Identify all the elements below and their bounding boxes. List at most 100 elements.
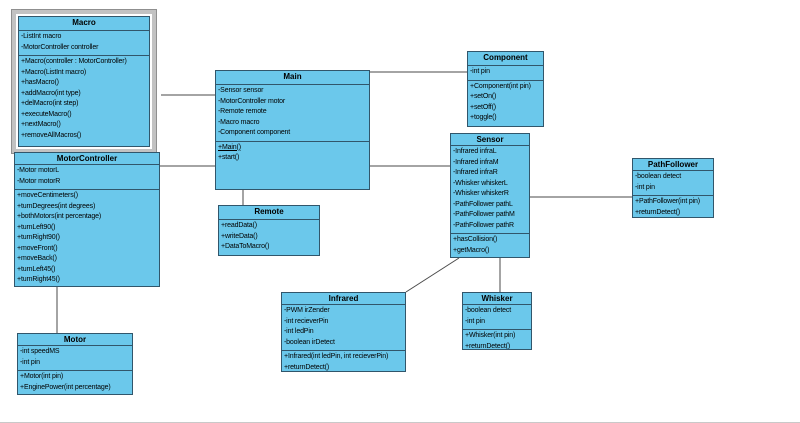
class-attribute: -Sensor sensor bbox=[218, 87, 264, 94]
class-box-infrared[interactable]: Infrared -PWM irZender -int recieverPin -in… bbox=[281, 292, 406, 372]
class-method: +start() bbox=[218, 154, 240, 161]
connector-sensor-infrared[interactable] bbox=[405, 257, 460, 293]
class-title: Component bbox=[468, 52, 543, 66]
class-attribute: -int speedMS bbox=[20, 348, 60, 355]
class-attributes-compartment: -int pin bbox=[468, 66, 543, 81]
class-attribute: -ListInt macro bbox=[21, 33, 62, 40]
class-attribute: -Infrared infraL bbox=[453, 148, 497, 155]
class-method: +Component(int pin) bbox=[470, 82, 531, 90]
class-box-main[interactable]: Main -Sensor sensor -MotorController motor… bbox=[215, 70, 370, 190]
class-box-motor[interactable]: Motor -int speedMS -int pin +Motor(int pin)… bbox=[17, 333, 133, 395]
class-method: +Macro(controller : MotorController) bbox=[21, 58, 127, 65]
class-title: MotorController bbox=[15, 153, 159, 165]
class-attribute: -int pin bbox=[635, 183, 655, 191]
class-method: +Whisker(int pin) bbox=[465, 332, 516, 339]
class-attribute: -MotorController motor bbox=[218, 97, 286, 105]
class-method: +turnRight90() bbox=[17, 234, 60, 241]
class-method: +readData() bbox=[221, 222, 257, 229]
class-attribute: -PWM irZender bbox=[284, 307, 330, 314]
class-methods-compartment: +Component(int pin)+setOn()+setOff()+tog… bbox=[468, 81, 543, 127]
class-attribute: -Motor motorL bbox=[17, 167, 60, 174]
class-method: +hasCollision() bbox=[453, 236, 498, 243]
class-attributes-compartment: -Sensor sensor -MotorController motor -Rem… bbox=[216, 85, 369, 142]
class-methods-compartment: +hasCollision() +getMacro() bbox=[451, 234, 529, 257]
class-method: +PathFollower(int pin) bbox=[635, 198, 700, 205]
class-attribute: -Macro macro bbox=[218, 118, 260, 126]
class-method: +turnLeft90() bbox=[17, 223, 56, 231]
class-method: +EnginePower(int percentage) bbox=[20, 383, 111, 391]
class-method: +addMacro(int type) bbox=[21, 89, 81, 97]
class-methods-compartment: +Whisker(int pin) +returnDetect() bbox=[463, 330, 531, 350]
class-attribute: -PathFollower pathM bbox=[453, 211, 515, 218]
class-attribute: -Infrared infraM bbox=[453, 158, 499, 166]
class-method: +delMacro(int step) bbox=[21, 100, 79, 107]
class-box-macro[interactable]: Macro -ListInt macro -MotorController cont… bbox=[18, 16, 150, 147]
class-title: Sensor bbox=[451, 134, 529, 146]
class-attribute: -boolean detect bbox=[635, 173, 682, 180]
class-attributes-compartment: -Infrared infraL -Infrared infraM -Infrare… bbox=[451, 146, 529, 234]
class-method: +DataToMacro() bbox=[221, 243, 270, 250]
class-attribute: -boolean detect bbox=[465, 307, 512, 314]
class-method: +moveBack() bbox=[17, 255, 57, 262]
class-attribute: -int ledPin bbox=[284, 328, 314, 335]
class-box-pathfollower[interactable]: PathFollower -boolean detect -int pin +Path… bbox=[632, 158, 714, 218]
class-box-component[interactable]: Component-int pin+Component(int pin)+set… bbox=[467, 51, 544, 127]
class-methods-compartment: +PathFollower(int pin) +returnDetect() bbox=[633, 196, 713, 217]
class-method: +removeAllMacros() bbox=[21, 131, 82, 139]
class-title: Whisker bbox=[463, 293, 531, 305]
class-methods-compartment: +Main() +start() bbox=[216, 142, 369, 190]
class-attributes-compartment: -ListInt macro -MotorController controlle… bbox=[19, 31, 149, 56]
class-title: PathFollower bbox=[633, 159, 713, 171]
class-title: Remote bbox=[219, 206, 319, 220]
class-method: +returnDetect() bbox=[284, 363, 330, 371]
class-method: +returnDetect() bbox=[635, 208, 681, 216]
class-attributes-compartment: -int speedMS -int pin bbox=[18, 346, 132, 371]
class-attribute: -int pin bbox=[470, 68, 490, 75]
class-title: Main bbox=[216, 71, 369, 85]
class-attribute: -Whisker whiskerR bbox=[453, 190, 509, 197]
class-attributes-compartment: -boolean detect -int pin bbox=[463, 305, 531, 330]
class-attribute: -Remote remote bbox=[218, 108, 267, 115]
class-attribute: -PathFollower pathL bbox=[453, 200, 513, 208]
class-method: +Main() bbox=[218, 143, 241, 151]
class-attribute: -Whisker whiskerL bbox=[453, 179, 508, 187]
class-method: +Motor(int pin) bbox=[20, 373, 64, 380]
class-attribute: -int pin bbox=[20, 358, 40, 366]
class-attribute: -Motor motorR bbox=[17, 177, 61, 185]
class-method: +hasMacro() bbox=[21, 79, 59, 86]
class-method: +executeMacro() bbox=[21, 110, 72, 118]
class-attributes-compartment: -boolean detect -int pin bbox=[633, 171, 713, 196]
class-methods-compartment: +Motor(int pin) +EnginePower(int percenta… bbox=[18, 371, 132, 394]
class-method: +turnRight45() bbox=[17, 276, 60, 283]
class-method: +Macro(ListInt macro) bbox=[21, 68, 87, 76]
class-box-remote[interactable]: Remote +readData() +writeData() +DataToMacr… bbox=[218, 205, 320, 256]
class-title: Macro bbox=[19, 17, 149, 31]
class-attribute: -int recieverPin bbox=[284, 317, 329, 325]
class-attribute: -int pin bbox=[465, 317, 485, 325]
class-method: +moveFront() bbox=[17, 244, 58, 252]
class-box-sensor[interactable]: Sensor-Infrared infraL-Infrared infraM-I… bbox=[450, 133, 530, 258]
class-title: Motor bbox=[18, 334, 132, 346]
class-method: +bothMotors(int percentage) bbox=[17, 213, 102, 220]
class-method: +getMacro() bbox=[453, 246, 490, 254]
class-box-motorcontroller[interactable]: MotorController-Motor motorL-Motor motor… bbox=[14, 152, 160, 287]
class-methods-compartment: +moveCentimeters()+turnDegrees(int degre… bbox=[15, 190, 159, 286]
class-methods-compartment: +readData() +writeData() +DataToMacro() bbox=[219, 220, 319, 255]
class-methods-compartment: +Infrared(int ledPin, int recieverPin) +r… bbox=[282, 351, 405, 371]
class-attribute: -Infrared infraR bbox=[453, 169, 498, 176]
class-method: +writeData() bbox=[221, 232, 258, 240]
class-method: +turnLeft45() bbox=[17, 265, 56, 273]
class-box-whisker[interactable]: Whisker -boolean detect -int pin +Whisker(i… bbox=[462, 292, 532, 350]
class-method: +toggle() bbox=[470, 114, 497, 121]
class-method: +setOff() bbox=[470, 103, 496, 111]
class-method: +turnDegrees(int degrees) bbox=[17, 202, 96, 210]
class-method: +nextMacro() bbox=[21, 121, 61, 128]
class-attributes-compartment: -Motor motorL -Motor motorR bbox=[15, 165, 159, 190]
class-attribute: -MotorController controller bbox=[21, 43, 99, 51]
class-attribute: -PathFollower pathR bbox=[453, 221, 514, 229]
class-title: Infrared bbox=[282, 293, 405, 305]
class-method: +Infrared(int ledPin, int recieverPin) bbox=[284, 353, 389, 360]
class-method: +returnDetect() bbox=[465, 342, 511, 350]
